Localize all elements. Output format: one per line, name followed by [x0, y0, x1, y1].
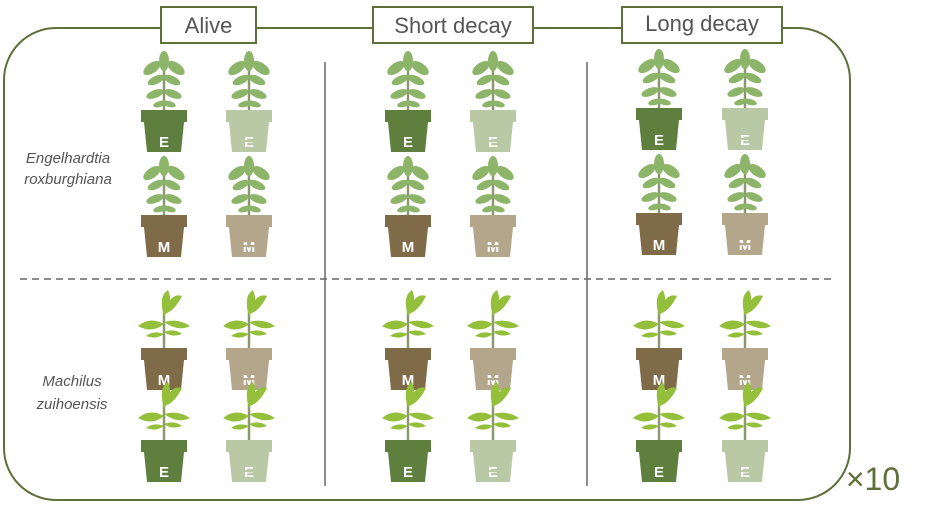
seedling-pot-sterilized-soil: E	[720, 47, 770, 150]
species-label-line: roxburghiana	[24, 171, 112, 188]
seedling-pot-live-soil: E	[380, 380, 436, 482]
machilus-seedling-icon	[221, 288, 277, 350]
seedling-pot-sterilized-soil: M	[468, 154, 518, 257]
pot-label: E	[488, 464, 498, 481]
seedling-pot-live-soil: E	[634, 47, 684, 150]
machilus-seedling-icon	[717, 380, 773, 442]
pot-label: E	[244, 464, 254, 481]
treatment-header-short-decay: Short decay	[372, 6, 534, 44]
engelhardtia-seedling-icon	[720, 47, 770, 110]
pot-label: E	[403, 464, 413, 481]
pot-label: E	[159, 134, 169, 151]
replicates-label: ×10	[846, 461, 900, 497]
machilus-seedling-icon	[717, 288, 773, 350]
seedling-pot-sterilized-soil: M	[224, 154, 274, 257]
seedling-pot-live-soil: M	[139, 154, 189, 257]
seedling-pot-live-soil: M	[634, 152, 684, 255]
seedling-pot-sterilized-soil: E	[224, 49, 274, 152]
seedling-pot-live-soil: M	[380, 288, 436, 390]
pot-label: E	[488, 134, 498, 151]
machilus-seedling-icon	[631, 380, 687, 442]
treatment-label: Short decay	[394, 13, 511, 38]
engelhardtia-seedling-icon	[634, 47, 684, 110]
pot-label: M	[243, 239, 256, 256]
engelhardtia-seedling-icon	[224, 49, 274, 112]
pot-label: E	[654, 464, 664, 481]
seedling-pot-sterilized-soil: E	[465, 380, 521, 482]
engelhardtia-seedling-icon	[720, 152, 770, 215]
engelhardtia-seedling-icon	[634, 152, 684, 215]
pot-label: E	[403, 134, 413, 151]
seedling-pot-sterilized-soil: M	[717, 288, 773, 390]
pot-label: E	[654, 132, 664, 149]
engelhardtia-seedling-icon	[139, 49, 189, 112]
engelhardtia-seedling-icon	[383, 154, 433, 217]
seedling-pot-sterilized-soil: M	[465, 288, 521, 390]
machilus-seedling-icon	[221, 380, 277, 442]
engelhardtia-seedling-icon	[468, 154, 518, 217]
engelhardtia-seedling-icon	[468, 49, 518, 112]
seedling-pot-live-soil: E	[139, 49, 189, 152]
species-label-line: Machilus	[42, 373, 102, 390]
pot-label: M	[653, 237, 666, 254]
engelhardtia-seedling-icon	[383, 49, 433, 112]
machilus-seedling-icon	[380, 288, 436, 350]
pot-label: E	[740, 464, 750, 481]
treatment-header-alive: Alive	[160, 6, 257, 44]
pot-label: E	[159, 464, 169, 481]
machilus-seedling-icon	[136, 380, 192, 442]
pot-label: M	[158, 239, 171, 256]
seedling-pot-live-soil: M	[631, 288, 687, 390]
treatment-label: Long decay	[645, 11, 759, 36]
treatment-header-long-decay: Long decay	[621, 6, 783, 44]
machilus-seedling-icon	[465, 288, 521, 350]
seedling-pot-live-soil: E	[631, 380, 687, 482]
treatment-label: Alive	[185, 13, 233, 38]
pot-label: M	[487, 239, 500, 256]
pot-label: M	[739, 237, 752, 254]
engelhardtia-seedling-icon	[224, 154, 274, 217]
seedling-pot-live-soil: M	[136, 288, 192, 390]
pot-label: M	[402, 239, 415, 256]
machilus-seedling-icon	[631, 288, 687, 350]
seedling-pot-sterilized-soil: E	[717, 380, 773, 482]
machilus-seedling-icon	[380, 380, 436, 442]
machilus-seedling-icon	[136, 288, 192, 350]
seedling-pot-sterilized-soil: M	[221, 288, 277, 390]
pot-label: E	[740, 132, 750, 149]
seedling-pot-live-soil: E	[383, 49, 433, 152]
species-label-line: Engelhardtia	[26, 150, 110, 167]
pot-label: E	[244, 134, 254, 151]
seedling-pot-live-soil: E	[136, 380, 192, 482]
machilus-seedling-icon	[465, 380, 521, 442]
outer-frame	[3, 27, 851, 501]
seedling-pot-sterilized-soil: E	[221, 380, 277, 482]
species-label-line: zuihoensis	[36, 396, 108, 413]
seedling-pot-live-soil: M	[383, 154, 433, 257]
engelhardtia-seedling-icon	[139, 154, 189, 217]
seedling-pot-sterilized-soil: E	[468, 49, 518, 152]
seedling-pot-sterilized-soil: M	[720, 152, 770, 255]
